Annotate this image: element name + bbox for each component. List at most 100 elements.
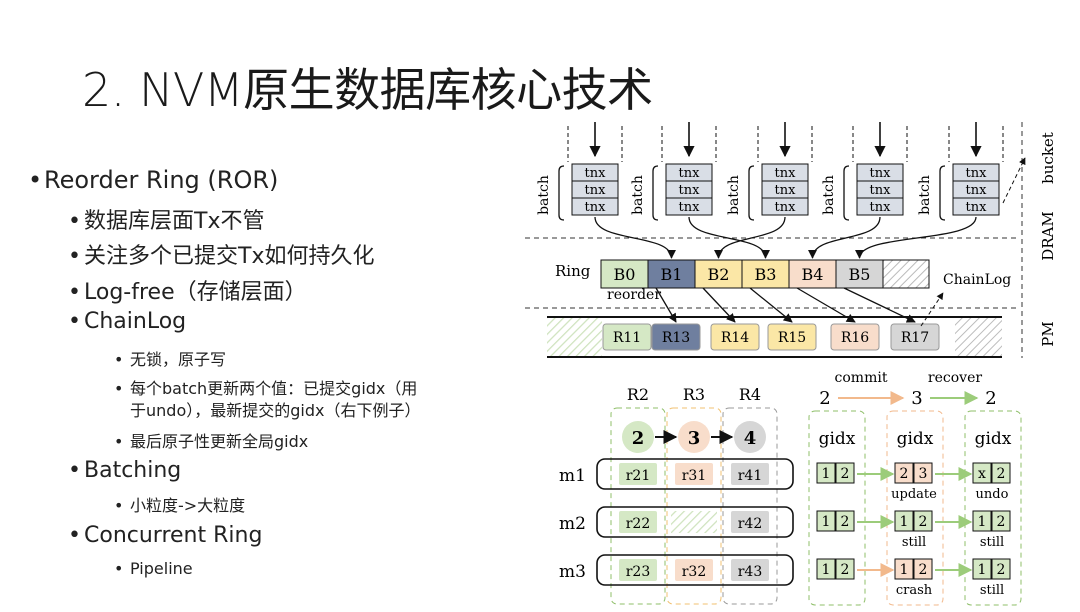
gidx-value: 2 — [841, 562, 850, 578]
batch-to-ring-arrow — [807, 216, 881, 259]
tnx-label: tnx — [775, 200, 797, 215]
bullet-item: 于undo），最新提交的gidx（右下例子） — [130, 397, 420, 421]
bullet-item: •Concurrent Ring — [68, 523, 263, 548]
sequence-circle-label: 3 — [688, 428, 701, 449]
tnx-label: tnx — [775, 166, 797, 181]
gidx-cell — [972, 558, 992, 580]
tnx-label: tnx — [585, 183, 607, 198]
gidx-value: 3 — [919, 466, 928, 482]
pm-label: PM — [1039, 321, 1057, 346]
tnx-cell — [571, 197, 619, 216]
gidx-note: undo — [976, 487, 1009, 502]
sequence-circle-label: 2 — [632, 428, 645, 449]
bullet-text: Pipeline — [130, 559, 193, 578]
bucket-label: bucket — [1039, 132, 1057, 184]
gidx-cell — [835, 510, 855, 532]
gidx-note: crash — [896, 583, 933, 598]
tnx-label: tnx — [870, 183, 892, 198]
pm-record — [602, 323, 652, 351]
cell — [731, 511, 769, 533]
cell-label: r22 — [626, 516, 651, 532]
tnx-label: tnx — [870, 200, 892, 215]
batch-label: batch — [726, 175, 742, 215]
gidx-note: still — [980, 583, 1004, 598]
gidx-cell — [835, 558, 855, 580]
gidx-cell — [816, 558, 836, 580]
gidx-value: 1 — [822, 514, 831, 530]
bullet-text: 于undo），最新提交的gidx（右下例子） — [130, 401, 421, 420]
batch-to-ring-arrow — [594, 216, 677, 259]
pm-record — [767, 323, 817, 351]
ring-slot-label: B5 — [849, 265, 871, 284]
sequence-number: 2 — [819, 388, 830, 409]
batch-label: batch — [821, 175, 837, 215]
row-label: m3 — [559, 562, 586, 582]
gidx-cell — [835, 462, 855, 484]
sequence-circle — [734, 421, 766, 453]
bullet-text: 数据库层面Tx不管 — [84, 209, 265, 234]
tnx-cell — [761, 197, 809, 216]
bullet-item: •ChainLog — [68, 309, 187, 334]
column-group — [666, 407, 722, 605]
bullet-text: Log-free（存储层面） — [84, 280, 307, 305]
gidx-cell — [894, 462, 914, 484]
row-frame — [596, 458, 794, 490]
ring-slot — [600, 259, 649, 289]
ring-slot — [741, 259, 790, 289]
bullet-item: •每个batch更新两个值：已提交gidx（用 — [114, 379, 418, 398]
gidx-value: x — [978, 466, 986, 482]
gidx-value: 1 — [978, 514, 987, 530]
batch-brace — [843, 165, 850, 221]
slide-title: 2. NVM原生数据库核心技术 — [82, 63, 653, 117]
tnx-label: tnx — [870, 166, 892, 181]
gidx-value: 1 — [900, 562, 909, 578]
cell — [731, 559, 769, 581]
gidx-value: 2 — [841, 466, 850, 482]
gidx-value: 2 — [919, 562, 928, 578]
gidx-label: gidx — [975, 429, 1012, 449]
bucket-arrow — [1002, 157, 1026, 204]
tnx-cell — [856, 197, 904, 216]
batch-brace — [652, 165, 659, 221]
ring-slot-label: B0 — [614, 265, 636, 284]
gidx-group — [808, 410, 866, 606]
gidx-value: 2 — [841, 514, 850, 530]
column-group — [722, 407, 778, 605]
row-frame — [596, 506, 794, 538]
pm-record — [830, 323, 880, 351]
row-label: m1 — [559, 466, 586, 486]
tnx-label: tnx — [679, 183, 701, 198]
ring-to-pm-arrow — [749, 287, 793, 323]
pm-record-label: R14 — [721, 330, 749, 346]
batch-brace — [748, 165, 755, 221]
gidx-cell — [894, 558, 914, 580]
gidx-note: still — [980, 535, 1004, 550]
gidx-value: 2 — [997, 466, 1006, 482]
pm-record — [651, 323, 701, 351]
bullet-item: •数据库层面Tx不管 — [68, 209, 265, 234]
cell-empty — [671, 511, 717, 533]
column-group — [610, 407, 666, 605]
tnx-label: tnx — [679, 200, 701, 215]
bullet-text: Concurrent Ring — [84, 523, 263, 548]
bullet-item: •最后原子性更新全局gidx — [114, 432, 309, 451]
gidx-cell — [991, 462, 1011, 484]
bullet-item: •Pipeline — [114, 559, 193, 578]
tnx-label: tnx — [966, 166, 988, 181]
cell-label: r32 — [682, 564, 707, 580]
cell — [619, 511, 657, 533]
bullet-text: 每个batch更新两个值：已提交gidx（用 — [130, 379, 418, 398]
sequence-circle — [622, 421, 654, 453]
cell-label: r42 — [738, 516, 763, 532]
pm-hatch-left — [547, 317, 602, 357]
bullet-item: •无锁，原子写 — [114, 350, 227, 369]
ring-slot-label: B2 — [708, 265, 730, 284]
sequence-number: 3 — [911, 388, 922, 409]
pm-record-label: R11 — [613, 330, 641, 346]
ring-slot-label: B1 — [661, 265, 683, 284]
ring-to-pm-arrow — [655, 287, 677, 323]
column-label: R4 — [739, 385, 761, 404]
tnx-label: tnx — [679, 166, 701, 181]
